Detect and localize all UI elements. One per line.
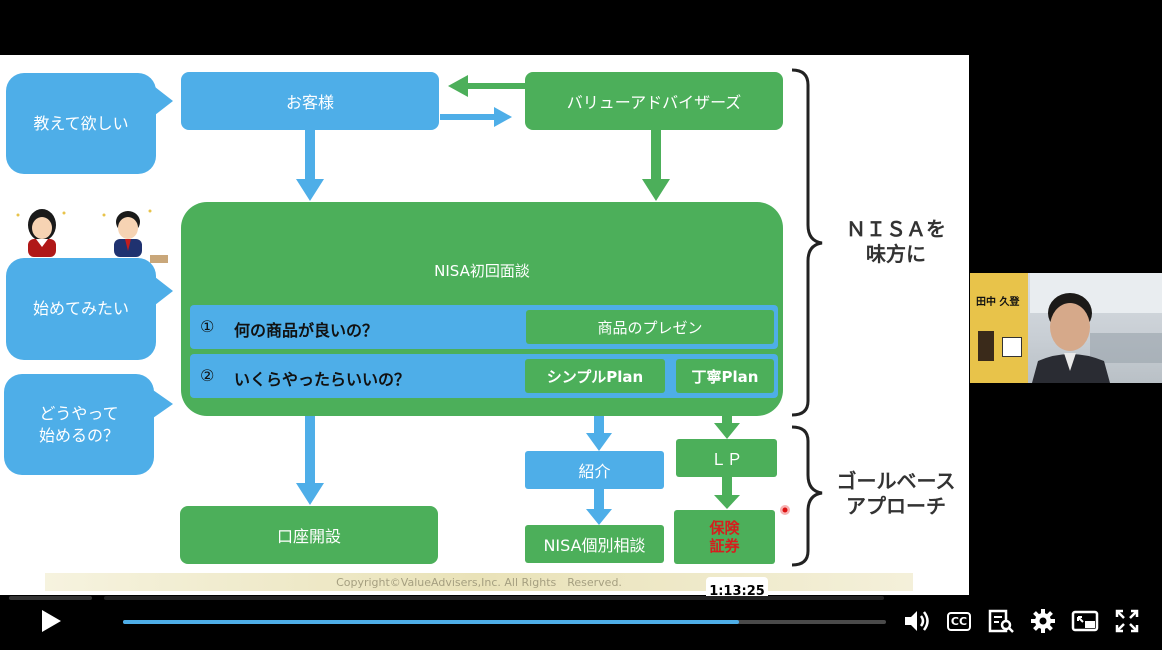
goal-based-approach-label: ゴールベース アプローチ bbox=[836, 469, 956, 518]
customer-label: お客様 bbox=[285, 93, 334, 112]
row2-question: いくらやったらいいの？ bbox=[234, 370, 411, 389]
transcript-search-icon bbox=[988, 609, 1014, 633]
careful-plan-box: 丁寧Plan bbox=[676, 359, 774, 393]
control-bar-edge bbox=[104, 596, 884, 600]
individual-consult-label: NISA個別相談 bbox=[543, 536, 646, 555]
presentation-slide: 教えて欲しい 始めてみたい どうやって 始めるの？ お客様 バリューアドバイザー… bbox=[0, 55, 969, 595]
bubble-tail bbox=[155, 87, 173, 115]
nisa-ally-label: ＮＩＳＡを 味方に bbox=[846, 217, 946, 266]
lp-box: ＬＰ bbox=[676, 439, 777, 477]
play-icon bbox=[42, 610, 61, 632]
poster-book bbox=[978, 331, 994, 361]
seek-bar-progress bbox=[123, 620, 739, 624]
row1-question: 何の商品が良いの？ bbox=[234, 321, 379, 340]
row2-number: ② bbox=[200, 366, 215, 385]
customer-box: お客様 bbox=[181, 72, 439, 130]
bubble-want-to-start: 始めてみたい bbox=[6, 258, 156, 360]
question-row-2: ② いくらやったらいいの？ シンプルPlan 丁寧Plan bbox=[190, 354, 778, 398]
volume-icon bbox=[905, 611, 929, 631]
control-bar-edge bbox=[9, 596, 92, 600]
bubble-tail bbox=[153, 390, 173, 418]
product-presentation-box: 商品のプレゼン bbox=[526, 310, 774, 344]
presenter-name: 田中 久登 bbox=[976, 297, 1020, 308]
bubble-tail bbox=[155, 277, 173, 305]
fullscreen-button[interactable] bbox=[1112, 606, 1142, 636]
copyright-text: Copyright©ValueAdvisers,Inc. All Rights … bbox=[336, 576, 622, 589]
row1-number: ① bbox=[200, 317, 215, 336]
bubble-text: どうやって 始めるの？ bbox=[38, 403, 119, 445]
bubble-teach-me: 教えて欲しい bbox=[6, 73, 156, 174]
nisa-individual-consult-box: NISA個別相談 bbox=[525, 525, 664, 563]
captions-button[interactable]: CC bbox=[944, 606, 974, 636]
lp-label: ＬＰ bbox=[710, 450, 743, 469]
bubble-text: 始めてみたい bbox=[32, 299, 129, 319]
advisor-box: バリューアドバイザーズ bbox=[525, 72, 783, 130]
consultation-label: NISA初回面談 bbox=[434, 262, 530, 280]
introduce-label: 紹介 bbox=[578, 462, 611, 481]
bubble-how-to-start: どうやって 始めるの？ bbox=[4, 374, 154, 475]
question-row-1: ① 何の商品が良いの？ 商品のプレゼン bbox=[190, 305, 778, 349]
woman-illustration-icon bbox=[16, 209, 66, 257]
pip-icon bbox=[1071, 610, 1099, 632]
advisor-label: バリューアドバイザーズ bbox=[566, 93, 742, 112]
desk bbox=[150, 255, 168, 263]
insurance-securities-box: 保険 証券 bbox=[674, 510, 775, 564]
qr-code-icon bbox=[1002, 337, 1022, 357]
cc-icon: CC bbox=[947, 611, 971, 631]
man-illustration-icon bbox=[102, 209, 152, 257]
simple-plan-box: シンプルPlan bbox=[525, 359, 665, 393]
settings-button[interactable] bbox=[1028, 606, 1058, 636]
webcam-feed: 田中 久登 bbox=[970, 273, 1162, 383]
row1-action: 商品のプレゼン bbox=[597, 318, 703, 337]
introduce-box: 紹介 bbox=[525, 451, 664, 489]
volume-button[interactable] bbox=[902, 606, 932, 636]
simple-plan-label: シンプルPlan bbox=[546, 367, 644, 386]
careful-plan-label: 丁寧Plan bbox=[691, 367, 759, 386]
picture-in-picture-button[interactable] bbox=[1070, 606, 1100, 636]
gear-icon bbox=[1031, 609, 1055, 633]
video-player-controls: CC bbox=[0, 596, 1162, 650]
insurance-label: 保険 証券 bbox=[709, 519, 740, 555]
bubble-text: 教えて欲しい bbox=[33, 113, 129, 133]
name-poster: 田中 久登 bbox=[970, 273, 1028, 383]
fullscreen-icon bbox=[1115, 609, 1139, 633]
transcript-button[interactable] bbox=[986, 606, 1016, 636]
seek-bar[interactable] bbox=[123, 620, 886, 624]
office-desks bbox=[1090, 333, 1162, 363]
account-opening-box: 口座開設 bbox=[180, 506, 438, 564]
play-button[interactable] bbox=[36, 606, 66, 636]
presenter-person-icon bbox=[1032, 293, 1110, 383]
flow-arrows bbox=[296, 68, 823, 567]
account-opening-label: 口座開設 bbox=[276, 527, 341, 546]
copyright-bar: Copyright©ValueAdvisers,Inc. All Rights … bbox=[45, 573, 913, 591]
